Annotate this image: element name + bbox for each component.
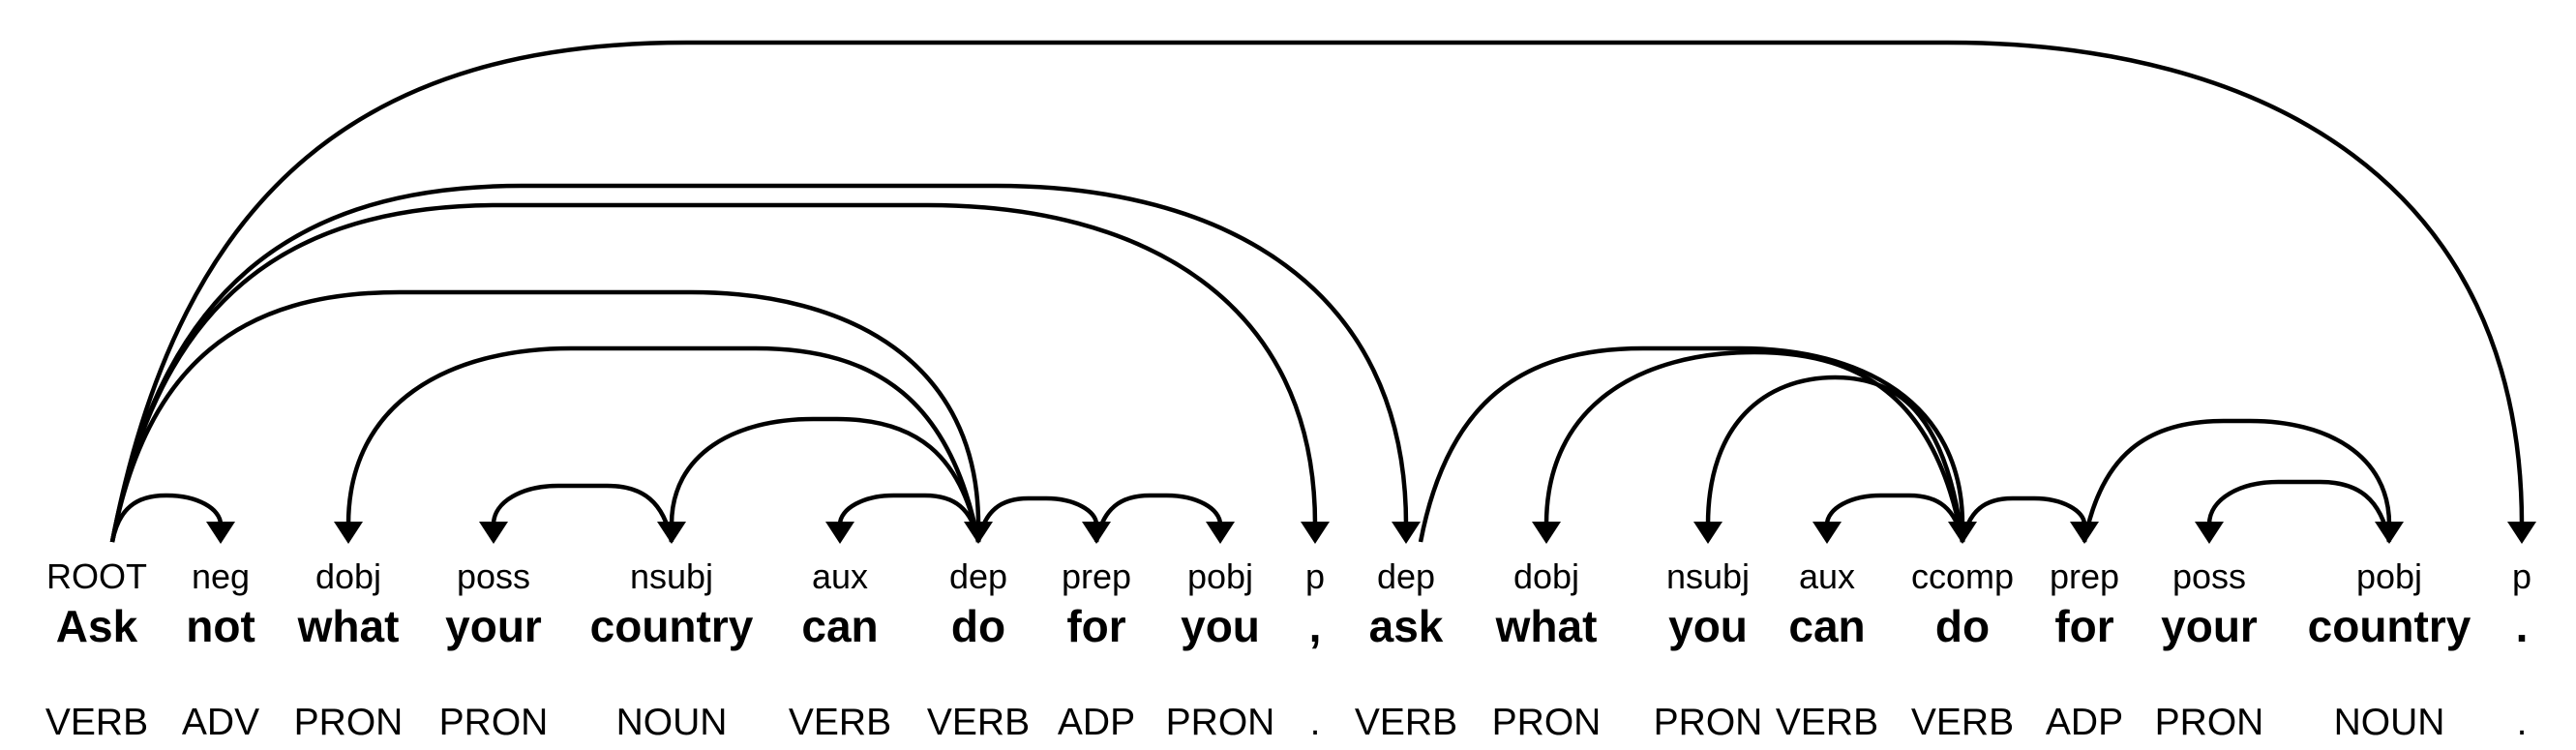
dependency-arc-prep — [1960, 495, 2087, 543]
dependency-arc-neg — [109, 493, 224, 543]
arc-arrowhead — [1532, 522, 1561, 544]
word-label: not — [186, 601, 255, 651]
pos-tag: . — [2516, 702, 2528, 743]
dependency-arc-poss — [2206, 479, 2392, 543]
arc-arrowhead — [1301, 522, 1330, 544]
deprel-label: p — [1304, 556, 1326, 596]
pos-tag: ADP — [2045, 702, 2124, 743]
word-label: for — [1066, 601, 1126, 651]
deprel-label: neg — [191, 556, 251, 596]
pos-tag: PRON — [1491, 702, 1602, 743]
dependency-arc-pobj — [1093, 493, 1223, 543]
arc-arrowhead — [825, 522, 854, 544]
dependency-arc-p — [109, 202, 1318, 543]
dependency-arc-ccomp — [1418, 345, 1965, 543]
word-label: can — [801, 601, 879, 651]
arc-arrowhead — [206, 522, 235, 544]
word-label: what — [1495, 601, 1598, 651]
deprel-label: aux — [811, 556, 869, 596]
deprel-label: poss — [456, 556, 531, 596]
pos-tag: PRON — [1165, 702, 1275, 743]
word-label: . — [2515, 601, 2529, 651]
deprel-label: prep — [1061, 556, 1132, 596]
arc-arrowhead — [1812, 522, 1842, 544]
pos-tag: ADP — [1057, 702, 1136, 743]
dependency-arc-dep — [109, 289, 981, 543]
pos-tag: VERB — [926, 702, 1031, 743]
dependency-arc-aux — [837, 493, 981, 543]
word-label: , — [1308, 601, 1322, 651]
dependency-arc-nsubj — [669, 416, 981, 543]
dependency-arc-pobj — [2082, 418, 2392, 543]
word-label: Ask — [55, 601, 138, 651]
pos-tag: VERB — [45, 702, 149, 743]
dependency-arc-dobj — [1543, 349, 1965, 543]
pos-tag: ADV — [181, 702, 260, 743]
deprel-label: prep — [2049, 556, 2120, 596]
word-label: ask — [1368, 601, 1444, 651]
deprel-label: pobj — [2355, 556, 2423, 596]
deprel-label: nsubj — [629, 556, 714, 596]
word-label: your — [445, 601, 542, 651]
deprel-label: dobj — [315, 556, 382, 596]
deprel-label: aux — [1798, 556, 1856, 596]
dependency-arc-prep — [975, 495, 1099, 543]
deprel-label: ccomp — [1910, 556, 2015, 596]
deprel-label: p — [2511, 556, 2532, 596]
pos-tag: NOUN — [2333, 702, 2445, 743]
word-label: for — [2054, 601, 2114, 651]
pos-tag: NOUN — [615, 702, 728, 743]
word-label: what — [297, 601, 400, 651]
deprel-label: dobj — [1513, 556, 1580, 596]
arc-arrowhead — [657, 522, 686, 544]
pos-tag: . — [1309, 702, 1321, 743]
arc-arrowhead — [1693, 522, 1722, 544]
deprel-label: pobj — [1186, 556, 1254, 596]
word-label: do — [1934, 601, 1991, 651]
pos-tag: PRON — [438, 702, 549, 743]
arc-arrowhead — [1206, 522, 1235, 544]
dependency-arc-p — [109, 40, 2525, 543]
arc-arrowhead — [1392, 522, 1421, 544]
deprel-label: ROOT — [46, 556, 147, 596]
arc-arrowhead — [2195, 522, 2224, 544]
pos-tag: VERB — [1910, 702, 2015, 743]
pos-tag: VERB — [1775, 702, 1879, 743]
dependency-arc-nsubj — [1705, 375, 1965, 543]
word-label: your — [2161, 601, 2258, 651]
word-label: country — [2307, 601, 2471, 651]
deprel-label: dep — [1376, 556, 1436, 596]
word-label: you — [1668, 601, 1748, 651]
deprel-label: dep — [948, 556, 1008, 596]
pos-tag: PRON — [1653, 702, 1763, 743]
deprel-label: nsubj — [1665, 556, 1751, 596]
word-label: you — [1181, 601, 1260, 651]
dependency-arc-aux — [1824, 493, 1965, 543]
pos-tag: PRON — [293, 702, 404, 743]
word-label: can — [1788, 601, 1866, 651]
word-label: country — [589, 601, 754, 651]
dependency-arc-dobj — [345, 345, 981, 543]
word-label: do — [950, 601, 1006, 651]
arc-arrowhead — [334, 522, 363, 544]
pos-tag: VERB — [1354, 702, 1458, 743]
pos-tag: PRON — [2154, 702, 2264, 743]
pos-tag: VERB — [788, 702, 892, 743]
deprel-label: poss — [2172, 556, 2247, 596]
arc-arrowhead — [2507, 522, 2536, 544]
dependency-arc-dep — [109, 183, 1409, 543]
arc-arrowhead — [479, 522, 508, 544]
dependency-arc-poss — [491, 483, 674, 543]
